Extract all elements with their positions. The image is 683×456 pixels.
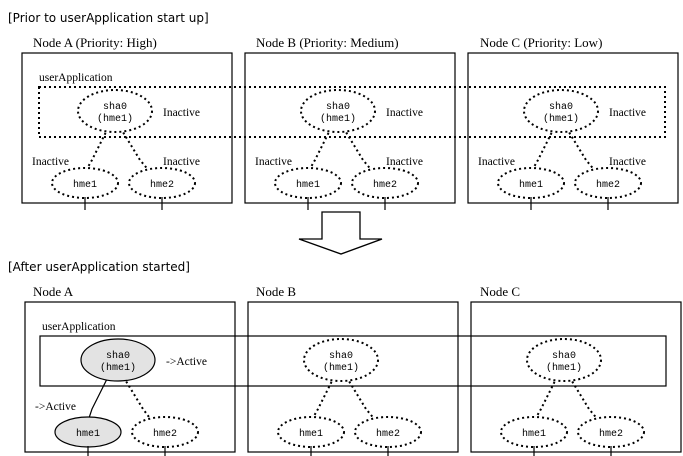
before-node-c-sha0-ellipse [523,89,599,133]
before-node-c-sha0-label-line2: (hme1) [543,113,579,125]
before-node-b-hme1-label: hme1 [296,179,320,191]
after-node-c-sha0-label-line1: sha0 [552,350,576,362]
after-node-c-sha0-label-line2: (hme1) [546,362,582,374]
before-node-c-sha0-state: Inactive [609,107,646,119]
before-node-b-sha0-label-line2: (hme1) [320,113,356,125]
after-node-a-hme2-label: hme2 [153,428,177,440]
after-node-a-sha0-state: ->Active [166,356,207,368]
after-node-b-hme1-ellipse [277,416,345,448]
before-node-a-sha0-label-line1: sha0 [103,101,127,113]
before-node-a-sha-group: sha0 (hme1) Inactive [77,89,200,173]
after-node-c-sha0-ellipse [526,338,602,382]
before-node-a-sha0-ellipse [77,89,153,133]
after-node-a-hme2-ellipse [131,416,199,448]
after-node-a-sha0-ellipse [80,338,156,382]
before-node-b-hme2-state: Inactive [386,156,423,168]
before-node-c-hme2-state: Inactive [609,156,646,168]
after-node-b-sha0-ellipse [303,338,379,382]
after-node-a-interfaces: hme1 ->Active hme2 [35,401,199,456]
before-node-b-sha-group: sha0 (hme1) Inactive [300,89,423,173]
before-node-b-box [244,52,456,204]
before-node-b-hme2-ellipse [351,167,419,199]
after-node-c-hme1-label: hme1 [522,428,546,440]
before-node-b-interfaces: hme1 Inactive hme2 Inactive [255,156,423,210]
after-node-c-interfaces: hme1 hme2 [500,416,645,456]
after-node-a-hme1-label: hme1 [76,428,100,440]
before-node-b-hme2-label: hme2 [373,179,397,191]
down-block-arrow-icon [298,211,383,255]
after-node-b-interfaces: hme1 hme2 [277,416,422,456]
after-node-c-hme2-ellipse [577,416,645,448]
before-node-a-box [21,52,233,204]
after-node-c-title: Node C [480,284,520,299]
before-node-b-title: Node B (Priority: Medium) [256,35,399,50]
after-node-c-sha-group: sha0 (hme1) [526,338,602,422]
before-node-a-hme1-label: hme1 [73,179,97,191]
before-node-b-sha0-ellipse [300,89,376,133]
after-node-a-title: Node A [33,284,74,299]
before-node-c-hme2-label: hme2 [596,179,620,191]
before-userapplication-label: userApplication [39,72,113,84]
before-node-a-interfaces: hme1 Inactive hme2 Inactive [32,156,200,210]
before-node-b-sha0-state: Inactive [386,107,423,119]
before-node-a-title: Node A (Priority: High) [33,35,157,50]
after-node-b-sha0-label-line2: (hme1) [323,362,359,374]
after-node-a-sha0-label-line1: sha0 [106,350,130,362]
after-node-b-title: Node B [256,284,296,299]
before-node-c-hme1-ellipse [497,167,565,199]
after-node-c-link-sha-hme1 [533,372,560,422]
before-node-c-hme1-label: hme1 [519,179,543,191]
after-node-a-sha0-label-line2: (hme1) [100,362,136,374]
before-node-c-title: Node C (Priority: Low) [480,35,602,50]
before-node-a-hme2-label: hme2 [150,179,174,191]
after-userapplication-label: userApplication [42,321,116,333]
before-node-c-interfaces: hme1 Inactive hme2 Inactive [478,156,646,210]
before-node-c-link-sha-hme1 [530,123,557,173]
before-node-a-hme2-state: Inactive [163,156,200,168]
before-node-b-link-sha-hme1 [307,123,334,173]
after-node-a-hme1-state: ->Active [35,401,76,413]
after-section-caption: [After userApplication started] [8,260,190,274]
after-node-b-box [247,301,459,453]
after-node-b-sha-group: sha0 (hme1) [303,338,379,422]
before-node-b-hme1-state: Inactive [255,156,292,168]
before-section-caption: [Prior to userApplication start up] [8,11,209,25]
before-node-a-link-sha-hme1 [84,123,111,173]
before-node-a-sha0-label-line2: (hme1) [97,113,133,125]
after-node-a-sha-group: sha0 (hme1) ->Active [80,338,207,422]
after-node-b-hme1-label: hme1 [299,428,323,440]
after-node-c-hme1-ellipse [500,416,568,448]
before-node-a-hme2-ellipse [128,167,196,199]
before-node-a-hme1-state: Inactive [32,156,69,168]
before-node-c-sha0-label-line1: sha0 [549,101,573,113]
before-node-a-sha0-state: Inactive [163,107,200,119]
before-node-c-hme1-state: Inactive [478,156,515,168]
before-node-c-hme2-ellipse [574,167,642,199]
after-node-a-box [24,301,236,453]
after-node-c-box [470,301,682,453]
after-node-b-sha0-label-line1: sha0 [329,350,353,362]
after-node-b-link-sha-hme1 [310,372,337,422]
after-node-b-hme2-label: hme2 [376,428,400,440]
before-node-b-hme1-ellipse [274,167,342,199]
before-userapplication-box [38,86,666,138]
before-node-c-sha-group: sha0 (hme1) Inactive [523,89,646,173]
before-node-a-hme1-ellipse [51,167,119,199]
before-node-b-sha0-label-line1: sha0 [326,101,350,113]
after-node-b-hme2-ellipse [354,416,422,448]
before-node-c-box [467,52,679,204]
after-node-c-hme2-label: hme2 [599,428,623,440]
